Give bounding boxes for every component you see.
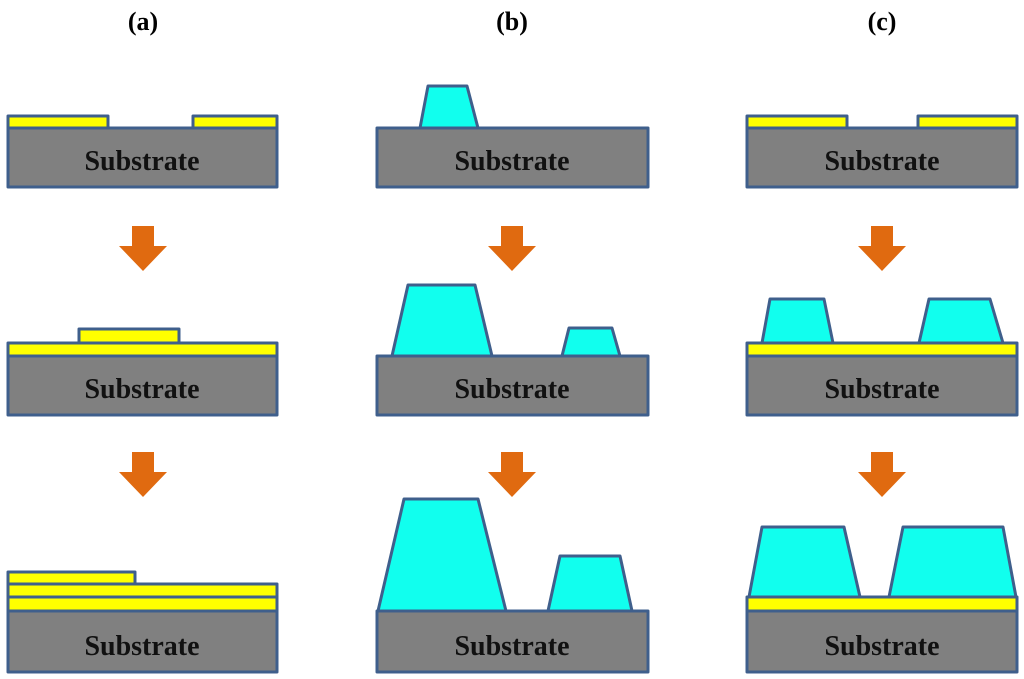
panel-b-step-1: Substrate <box>375 84 650 189</box>
substrate <box>745 609 1019 674</box>
down-arrow-icon <box>858 452 906 497</box>
panel-b-label: (b) <box>496 7 528 36</box>
patterned-film-segment <box>916 114 1019 130</box>
block-structure <box>760 297 835 345</box>
block-structure <box>747 525 862 599</box>
substrate <box>6 126 279 189</box>
block-structure <box>917 297 1005 345</box>
substrate <box>6 354 279 417</box>
substrate <box>375 609 650 674</box>
substrate-label: Substrate <box>84 631 199 662</box>
panel-c: Substrate Substrate Substrate <box>745 114 1019 674</box>
panel-b-step-2: Substrate <box>375 283 650 417</box>
down-arrow-icon <box>858 226 906 271</box>
substrate-label: Substrate <box>454 146 569 177</box>
down-arrow-icon <box>488 226 536 271</box>
substrate <box>375 126 650 189</box>
panel-a-label: (a) <box>128 7 158 36</box>
film-layer <box>6 341 279 358</box>
substrate <box>6 609 279 674</box>
down-arrow-icon <box>119 226 167 271</box>
down-arrow-icon <box>119 452 167 497</box>
panel-c-step-1: Substrate <box>745 114 1019 189</box>
patterned-film-segment <box>77 327 181 345</box>
panel-c-step-3: Substrate <box>745 525 1019 674</box>
panel-a-step-3: Substrate <box>6 570 279 674</box>
substrate-label: Substrate <box>84 374 199 405</box>
film-layer <box>745 595 1019 613</box>
patterned-film-segment <box>191 114 279 130</box>
panel-b-step-3: Substrate <box>375 497 650 674</box>
block-structure <box>390 283 494 358</box>
panel-c-label: (c) <box>868 7 897 36</box>
panel-a-step-1: Substrate <box>6 114 279 189</box>
substrate-label: Substrate <box>454 631 569 662</box>
panel-a-step-2: Substrate <box>6 327 279 417</box>
substrate-label: Substrate <box>84 146 199 177</box>
film-layer <box>6 595 279 613</box>
substrate <box>745 354 1019 417</box>
block-structure <box>560 326 622 358</box>
panel-a: Substrate Substrate Substrate <box>6 114 279 674</box>
panel-c-step-2: Substrate <box>745 297 1019 417</box>
patterned-film-segment <box>6 570 137 586</box>
substrate-label: Substrate <box>824 374 939 405</box>
patterned-film-segment <box>745 114 849 130</box>
substrate-label: Substrate <box>824 146 939 177</box>
substrate-label: Substrate <box>454 374 569 405</box>
patterned-film-segment <box>6 114 110 130</box>
substrate <box>745 126 1019 189</box>
block-structure <box>887 525 1018 599</box>
film-layer <box>6 582 279 599</box>
substrate-label: Substrate <box>824 631 939 662</box>
substrate <box>375 354 650 417</box>
block-structure <box>546 554 634 613</box>
film-layer <box>745 341 1019 358</box>
block-structure <box>418 84 480 130</box>
block-structure <box>376 497 508 613</box>
down-arrow-icon <box>488 452 536 497</box>
panel-b: Substrate Substrate Substrate <box>375 84 650 674</box>
